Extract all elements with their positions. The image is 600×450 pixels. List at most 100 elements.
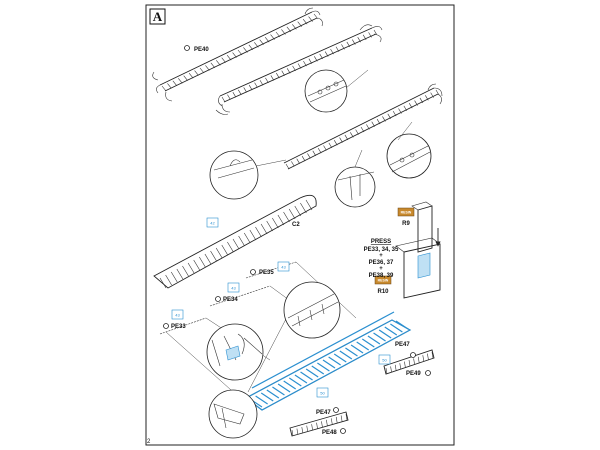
rib-tick <box>311 365 325 375</box>
pe40-rib-ladder <box>152 7 323 102</box>
rib-tick <box>413 358 415 365</box>
rib-tick <box>270 34 275 40</box>
press-line-1: PE33, 34, 35 <box>364 247 399 253</box>
rib-tick <box>335 416 338 423</box>
rib-tick <box>345 347 358 357</box>
rib-tick <box>431 351 434 359</box>
c2-label: C2 <box>292 222 300 228</box>
rib-tick <box>427 353 429 360</box>
rib-tick <box>367 335 381 345</box>
pe40-label: PE40 <box>194 47 209 53</box>
rib-tick <box>286 26 292 33</box>
rib-tick <box>355 129 359 135</box>
rib-tick <box>316 422 318 429</box>
svg-text:RESIN: RESIN <box>378 279 389 283</box>
rib-tick <box>193 259 200 271</box>
rib-tick <box>392 110 397 117</box>
rib-tick <box>276 72 280 79</box>
rib-tick <box>243 232 251 244</box>
rib-tick <box>399 363 402 370</box>
rib-tick <box>277 383 291 393</box>
pe34-strip: PE34 43 <box>209 282 271 307</box>
rib-tick <box>194 70 199 76</box>
rib-tick <box>307 153 311 159</box>
rib-tick <box>422 355 425 362</box>
rib-tick <box>322 359 336 369</box>
rib-tick <box>339 137 343 143</box>
rib-tick <box>159 277 167 289</box>
rib-tick <box>292 65 296 72</box>
pe47-right-label: PE47 <box>395 342 410 348</box>
rib-tick <box>182 265 189 277</box>
rib-tick <box>373 29 378 36</box>
rib-tick <box>346 41 351 48</box>
rib-tick <box>255 226 262 238</box>
page-frame <box>145 4 455 446</box>
pe49-part: PE49 <box>383 349 435 377</box>
rib-tick <box>305 368 319 378</box>
press-line-2: PE36, 37 <box>369 260 394 266</box>
rib-tick <box>216 60 221 66</box>
rib-tick <box>321 421 323 428</box>
rib-tick <box>232 92 237 98</box>
rib-tick <box>172 80 178 87</box>
rib-tick <box>270 75 275 81</box>
rib-tick <box>384 326 398 336</box>
rib-tick <box>254 82 258 88</box>
pe33-label: PE33 <box>171 324 186 330</box>
rib-tick <box>350 132 354 138</box>
rib-tick <box>210 62 216 69</box>
pe48-part: PE48 <box>289 411 349 437</box>
rib-tick <box>249 229 257 241</box>
rib-tick <box>254 42 259 48</box>
detail-circle-4 <box>334 149 376 208</box>
rib-tick <box>361 338 375 348</box>
rib-tick <box>300 371 313 381</box>
rib-tick <box>221 244 229 256</box>
rib-tick <box>394 364 397 371</box>
rib-tick <box>356 341 370 351</box>
pe47-left-label: PE47 <box>316 410 331 416</box>
rib-tick <box>335 46 340 52</box>
rib-tick <box>227 94 231 100</box>
rib-tick <box>199 256 206 268</box>
rib-tick <box>403 105 408 112</box>
pe47-right-group: 50 PE47 <box>378 342 416 365</box>
rib-tick <box>221 96 226 103</box>
svg-text:RESIN: RESIN <box>401 211 412 215</box>
rib-tick <box>248 84 253 91</box>
rib-tick <box>283 380 297 390</box>
rib-tick <box>291 161 295 167</box>
rib-tick <box>167 83 172 89</box>
rib-tick <box>272 386 285 396</box>
rib-tick <box>264 36 270 43</box>
rib-tick <box>297 21 302 27</box>
rib-tick <box>371 121 375 127</box>
rib-tick <box>312 150 317 156</box>
svg-text:50: 50 <box>320 391 325 396</box>
step-letter: A <box>153 9 163 24</box>
rib-tick <box>281 70 285 76</box>
rib-tick <box>255 395 268 405</box>
press-plus-2: + <box>379 266 383 272</box>
rib-tick <box>161 85 167 92</box>
rib-tick <box>277 214 285 226</box>
rib-tick <box>419 97 424 104</box>
resin-parts-inset: RESIN R9 RESIN R10 <box>374 201 441 299</box>
rib-tick <box>330 418 333 425</box>
rib-tick <box>226 54 232 61</box>
rib-tick <box>385 367 388 375</box>
rib-tick <box>283 211 290 223</box>
rib-tick <box>368 32 372 38</box>
rib-tick <box>345 413 348 421</box>
rib-tick <box>341 44 345 50</box>
rib-tick <box>232 238 240 250</box>
rib-tick <box>238 235 245 247</box>
rib-tick <box>390 323 403 333</box>
rib-tick <box>297 63 302 69</box>
rib-tick <box>314 56 318 62</box>
rib-tick <box>176 268 184 280</box>
rib-tick <box>199 67 205 74</box>
rib-tick <box>248 44 254 51</box>
